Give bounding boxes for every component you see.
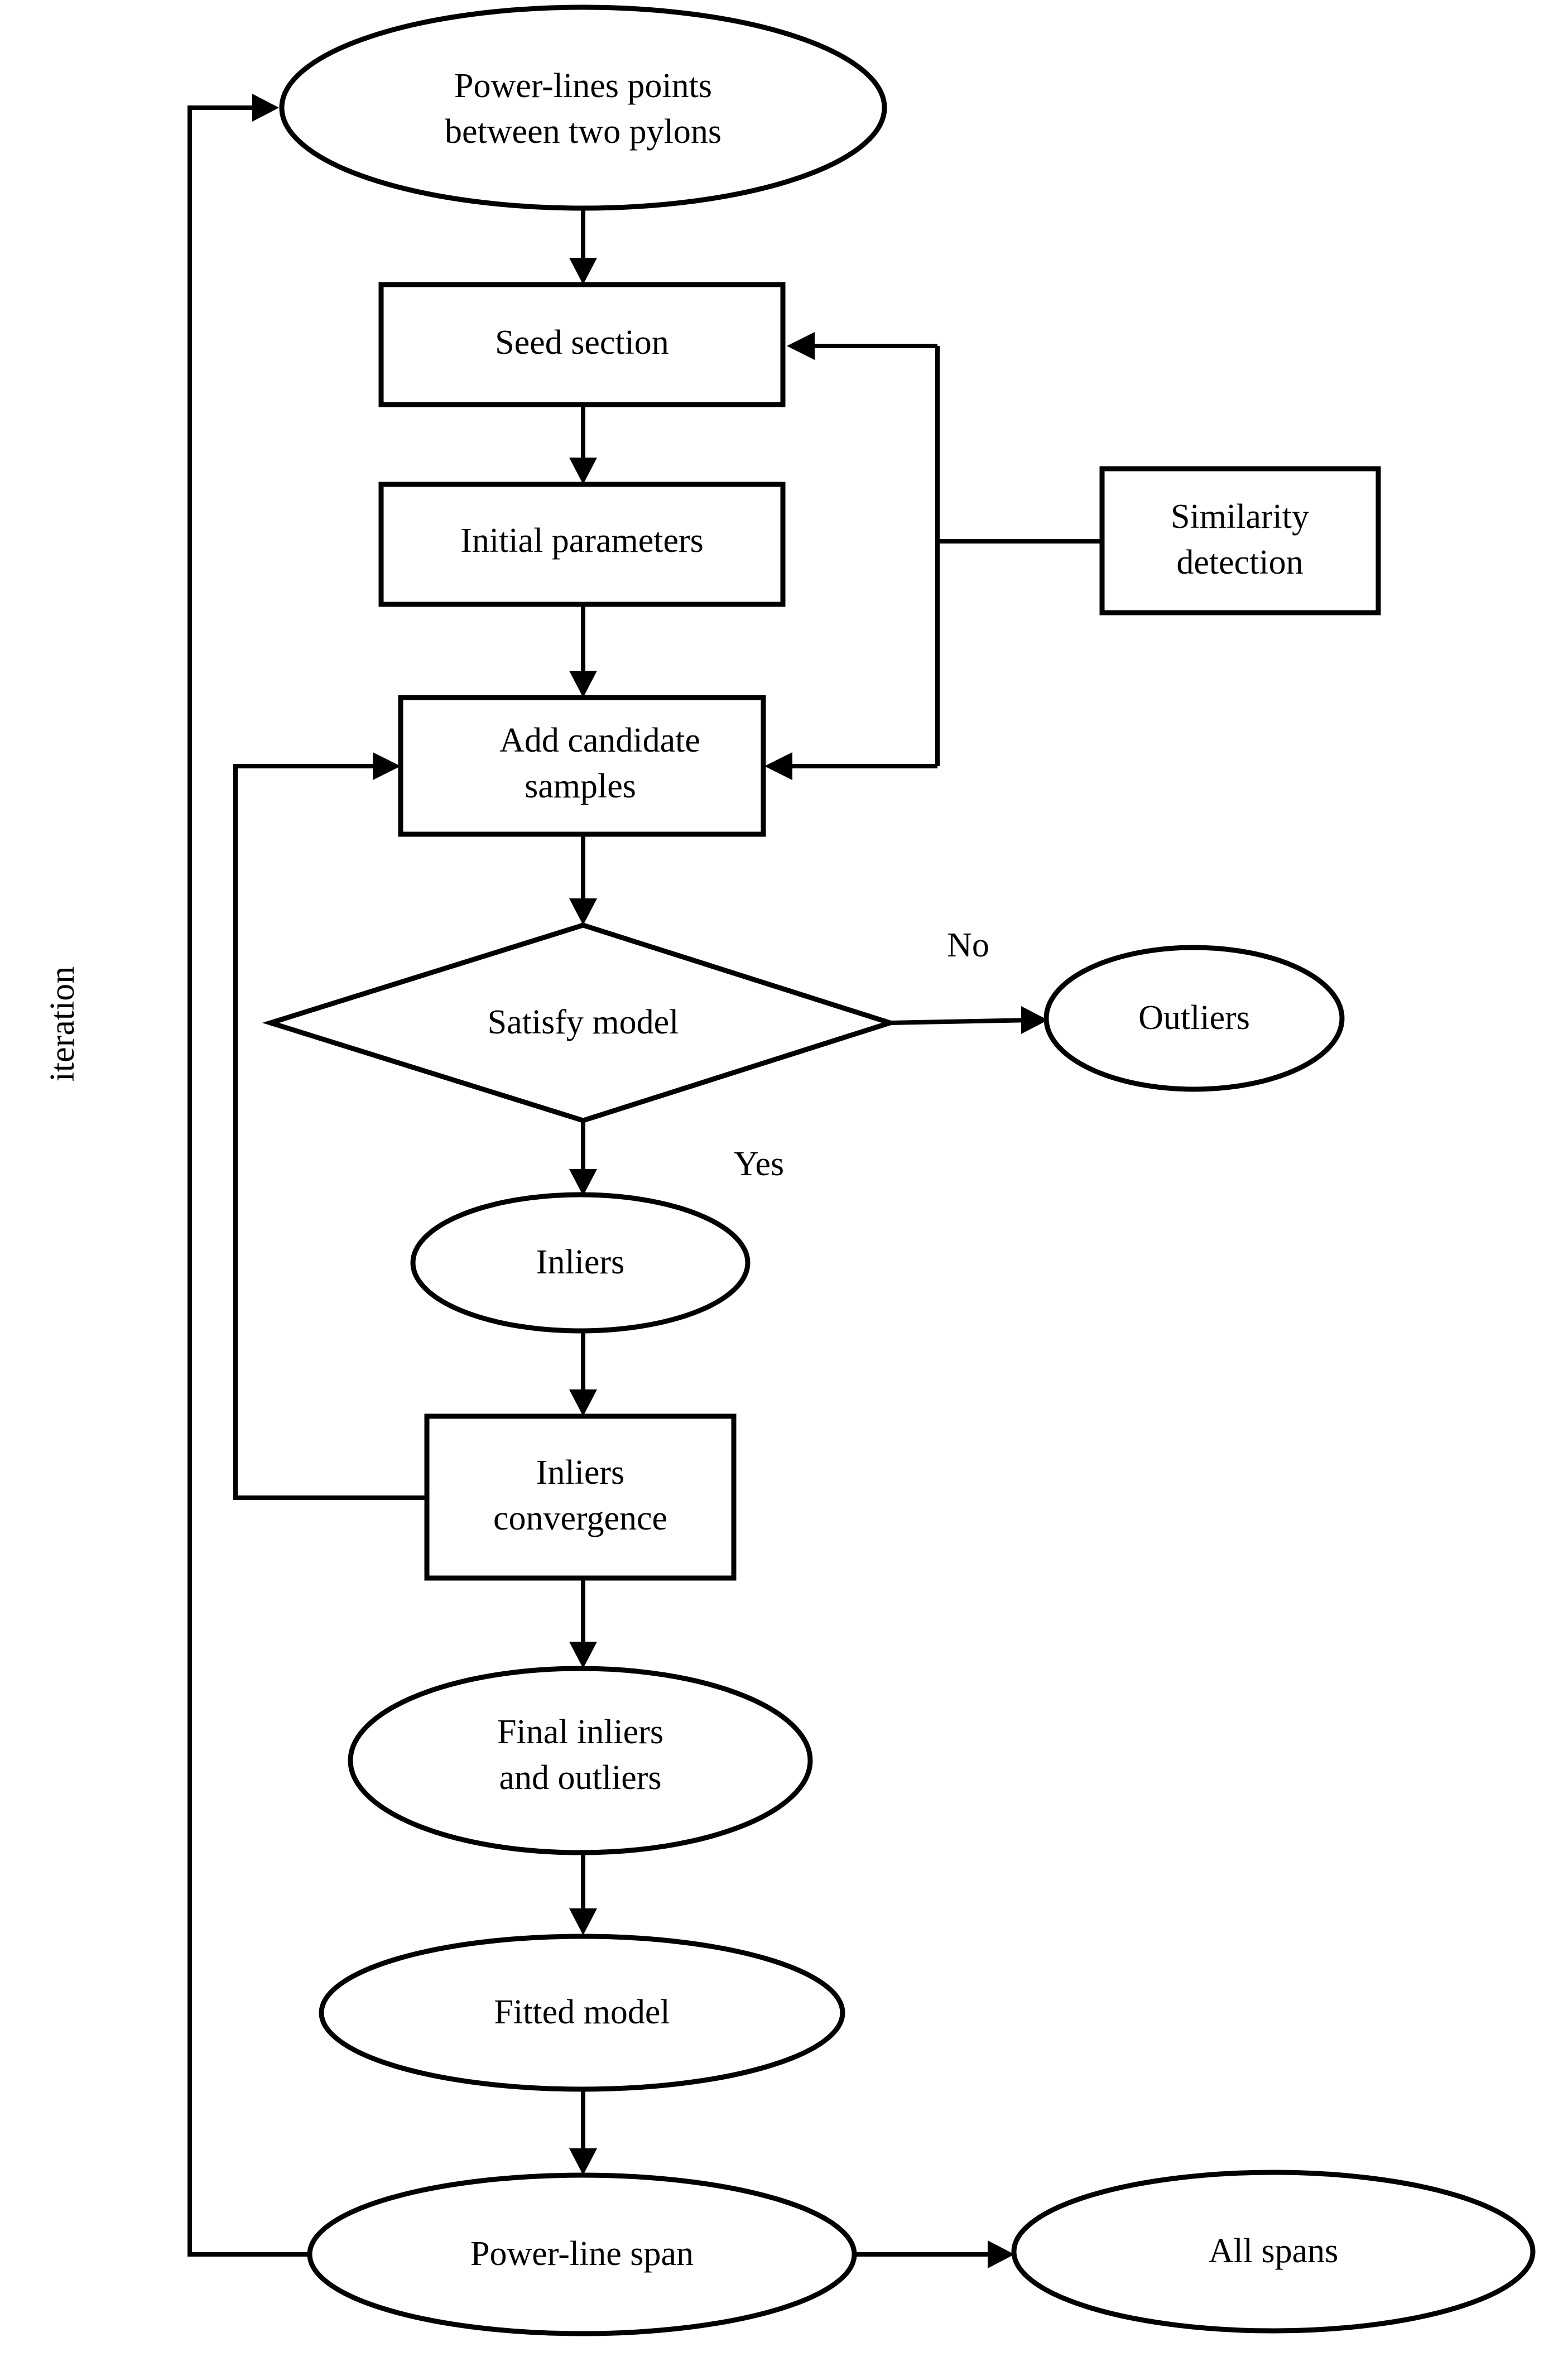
- final-ellipse: [348, 1666, 813, 1855]
- similarity-label-line2: detection: [1176, 544, 1303, 581]
- outliers-ellipse: [1043, 945, 1345, 1092]
- arrowhead-initial-to-add: [569, 671, 597, 698]
- seed-label: Seed section: [495, 324, 669, 362]
- node-all-spans: All spans: [1011, 2170, 1536, 2334]
- start-label-line1: Power-lines points: [454, 67, 712, 105]
- edge-convergence-loop: [233, 764, 427, 1500]
- inliers-label: Inliers: [536, 1243, 624, 1281]
- node-fitted-model: Fitted model: [319, 1934, 845, 2092]
- initial-label: Initial parameters: [460, 522, 704, 560]
- arrowhead-fitted-to-span: [569, 2148, 597, 2175]
- node-seed-section: Seed section: [378, 282, 786, 407]
- satisfy-diamond: [262, 922, 898, 1123]
- node-inliers-convergence: Inliers convergence: [424, 1413, 737, 1581]
- arrowhead-convergence-to-final: [569, 1642, 597, 1668]
- node-initial-parameters: Initial parameters: [378, 482, 786, 607]
- seed-box: [378, 282, 786, 407]
- start-label-line2: between two pylons: [445, 113, 722, 151]
- final-label-line1: Final inliers: [497, 1713, 663, 1751]
- arrowhead-bus-to-add: [764, 752, 792, 780]
- fitted-label: Fitted model: [494, 1993, 670, 2031]
- convergence-box: [424, 1413, 737, 1581]
- node-power-line-span: Power-line span: [307, 2172, 857, 2336]
- similarity-label-line1: Similarity: [1171, 498, 1309, 536]
- node-inliers: Inliers: [410, 1192, 751, 1334]
- start-ellipse: [279, 4, 887, 211]
- edge-similarity-bus: [935, 346, 1102, 766]
- node-add-candidate-samples: Add candidate samples: [398, 695, 766, 837]
- add-label-line1: Add candidate: [499, 722, 700, 759]
- fitted-ellipse: [319, 1934, 845, 2092]
- edge-satisfy-to-outliers: [889, 1018, 1033, 1025]
- edge-label-iteration: iteration: [44, 966, 81, 1082]
- edges: [187, 94, 1102, 2268]
- add-box: [398, 695, 766, 837]
- node-final-inliers-outliers: Final inliers and outliers: [348, 1666, 813, 1855]
- span-label: Power-line span: [470, 2235, 694, 2273]
- edge-label-no: No: [947, 926, 989, 964]
- arrowhead-span-to-all: [988, 2240, 1014, 2268]
- arrowhead-satisfy-to-inliers: [569, 1169, 597, 1196]
- arrowhead-add-to-satisfy: [569, 898, 597, 925]
- arrowhead-seed-to-initial: [569, 458, 597, 484]
- arrowhead-satisfy-to-outliers: [1021, 1006, 1048, 1034]
- satisfy-label: Satisfy model: [488, 1003, 679, 1041]
- convergence-label-line1: Inliers: [536, 1454, 624, 1492]
- node-similarity-detection: Similarity detection: [1099, 466, 1381, 615]
- all-spans-label: All spans: [1209, 2232, 1339, 2270]
- arrowhead-convergence-loop: [373, 752, 401, 780]
- final-label-line2: and outliers: [499, 1759, 662, 1797]
- node-satisfy-model: Satisfy model: [262, 922, 898, 1123]
- initial-box: [378, 482, 786, 607]
- add-label-line2: samples: [525, 767, 636, 805]
- node-outliers: Outliers: [1043, 945, 1345, 1092]
- arrowhead-start-to-seed: [569, 258, 597, 285]
- arrowhead-iteration-loop: [252, 94, 279, 122]
- node-start: Power-lines points between two pylons: [279, 4, 887, 211]
- similarity-box: [1099, 466, 1381, 615]
- all-spans-ellipse: [1011, 2170, 1536, 2334]
- edge-label-yes: Yes: [734, 1145, 784, 1183]
- convergence-label-line2: convergence: [493, 1499, 667, 1537]
- span-ellipse: [307, 2172, 857, 2336]
- arrowhead-bus-to-seed: [787, 332, 815, 360]
- arrowhead-final-to-fitted: [569, 1908, 597, 1935]
- outliers-label: Outliers: [1138, 999, 1250, 1037]
- arrowhead-inliers-to-convergence: [569, 1389, 597, 1416]
- edge-iteration-loop: [187, 105, 310, 2257]
- inliers-ellipse: [410, 1192, 751, 1334]
